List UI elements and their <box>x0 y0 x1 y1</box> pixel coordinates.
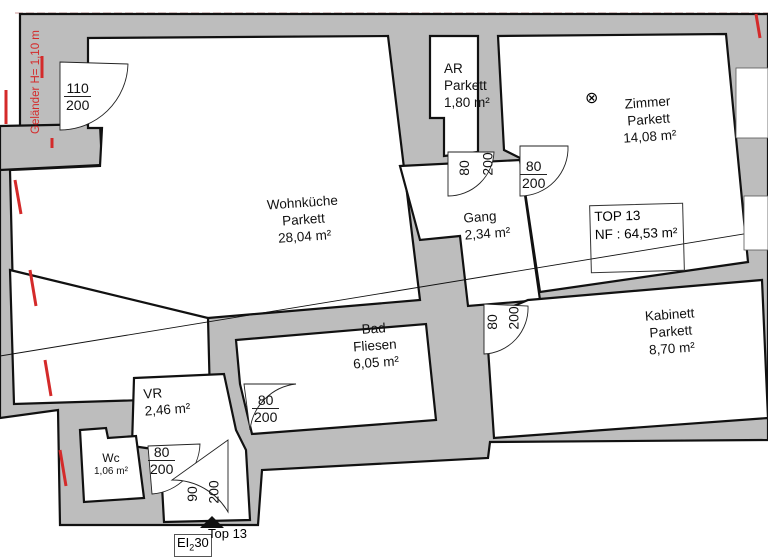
room-area: 2,46 m² <box>144 400 191 419</box>
door-height: 200 <box>254 409 278 425</box>
room-area: 2,34 m² <box>464 224 511 243</box>
door-label-entrance-width: 90 <box>183 486 200 502</box>
room-area: 8,70 m² <box>648 339 696 358</box>
door-label-entrance-height: 200 <box>205 480 222 504</box>
door-width: 80 <box>520 158 548 175</box>
door-label-wc: 80 200 <box>148 444 176 477</box>
zimmer-door-swing <box>519 145 569 197</box>
entrance-arrow-icon <box>200 516 224 528</box>
door-width: 80 <box>148 444 176 461</box>
label-zimmer: Zimmer Parkett 14,08 m² <box>620 92 677 147</box>
unit-summary-box: TOP 13 NF : 64,53 m² <box>589 202 685 274</box>
room-name: AR <box>444 61 463 76</box>
window-right-upper <box>735 67 768 139</box>
ar-door-swing <box>447 151 495 197</box>
door-label-bad: 80 200 <box>252 392 280 425</box>
entrance-label: Top 13 <box>208 526 248 541</box>
label-bad: Bad Fliesen 6,05 m² <box>350 318 400 372</box>
room-area: 1,80 m² <box>444 95 490 110</box>
door-height: 200 <box>522 175 546 191</box>
railing-marks <box>4 13 762 487</box>
room-area: 1,06 m² <box>94 466 128 477</box>
room-ar <box>428 34 480 158</box>
door-label-ar-width: 80 <box>455 160 472 176</box>
section-line <box>0 229 768 357</box>
door-label-kabinett-height: 200 <box>505 306 522 330</box>
label-ar: AR Parkett 1,80 m² <box>444 60 490 111</box>
door-label-kabinett-width: 80 <box>483 314 500 330</box>
door-height: 200 <box>150 461 174 477</box>
window-right-lower <box>743 195 768 251</box>
door-label-balcony: 110 200 <box>64 80 92 113</box>
entrance-door-swing <box>170 439 229 514</box>
label-vr: VR 2,46 m² <box>143 382 191 419</box>
fire-rating-label: EI230 <box>174 534 212 557</box>
door-width: 110 <box>64 80 92 97</box>
label-wohnkueche: Wohnküche Parkett 28,04 m² <box>266 192 340 248</box>
label-kabinett: Kabinett Parkett 8,70 m² <box>644 304 697 358</box>
door-label-zimmer: 80 200 <box>520 158 548 191</box>
label-wc: Wc 1,06 m² <box>94 452 128 478</box>
door-width: 80 <box>252 392 280 409</box>
railing-height-label: Geländer H= 1,10 m <box>30 30 42 134</box>
fire-rating-class: EI <box>177 535 190 550</box>
room-wc <box>78 426 146 504</box>
door-height: 200 <box>66 97 90 113</box>
room-zimmer <box>496 32 750 294</box>
unit-name: TOP 13 <box>594 207 641 225</box>
door-label-ar-height: 200 <box>479 152 496 176</box>
kabinett-door-swing <box>483 303 529 355</box>
room-bad <box>234 322 438 436</box>
fire-rating-sub: 2 <box>189 542 195 553</box>
room-name: Wc <box>102 451 120 465</box>
label-gang: Gang 2,34 m² <box>463 206 511 243</box>
fire-rating-minutes: 30 <box>194 535 209 550</box>
room-kabinett <box>484 278 768 440</box>
room-floor: Parkett <box>444 78 487 93</box>
ceiling-light-icon: ⊗ <box>585 90 599 107</box>
bad-door-swing <box>243 383 297 431</box>
balcony-door-swing <box>59 61 129 131</box>
unit-area: NF : 64,53 m² <box>594 224 678 243</box>
room-area: 6,05 m² <box>352 353 400 372</box>
